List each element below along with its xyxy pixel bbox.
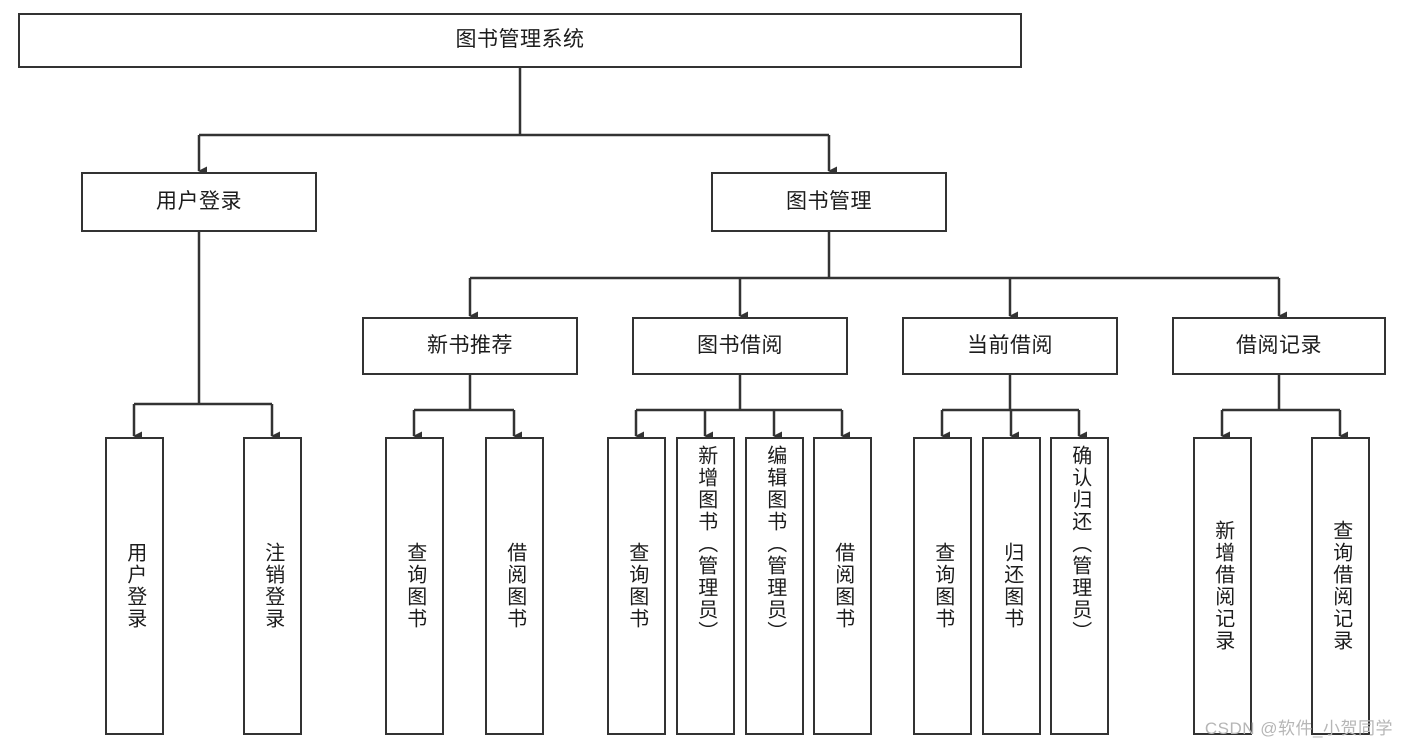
node-leaf-confirm-return-admin[interactable]: 确认归还（管理员） <box>1050 437 1109 735</box>
node-label-borrow-records: 借阅记录 <box>1236 333 1322 357</box>
node-leaf-edit-book-admin[interactable]: 编辑图书（管理员） <box>745 437 804 735</box>
node-current-borrow[interactable]: 当前借阅 <box>902 317 1118 375</box>
node-label-leaf-borrow-book: 借阅图书 <box>831 542 854 630</box>
node-book-management[interactable]: 图书管理 <box>711 172 947 232</box>
node-leaf-borrow-book[interactable]: 借阅图书 <box>813 437 872 735</box>
node-leaf-return-book[interactable]: 归还图书 <box>982 437 1041 735</box>
node-label-current-borrow: 当前借阅 <box>967 333 1053 357</box>
node-user-login[interactable]: 用户登录 <box>81 172 317 232</box>
node-label-leaf-return-book: 归还图书 <box>1000 542 1023 630</box>
node-new-book-recommend[interactable]: 新书推荐 <box>362 317 578 375</box>
watermark-text: CSDN @软件_小贺同学 <box>1204 719 1393 738</box>
node-label-user-login: 用户登录 <box>156 189 242 213</box>
node-label-leaf-logout: 注销登录 <box>261 542 284 630</box>
node-label-book-borrow: 图书借阅 <box>697 333 783 357</box>
node-label-book-management: 图书管理 <box>786 189 872 213</box>
node-label-leaf-query-book-borrow: 查询图书 <box>625 542 648 630</box>
node-leaf-query-borrow-record[interactable]: 查询借阅记录 <box>1311 437 1370 735</box>
node-label-leaf-edit-book-admin: 编辑图书（管理员） <box>763 445 786 643</box>
connector-lines <box>132 68 1348 441</box>
node-label-new-book-recommend: 新书推荐 <box>427 333 513 357</box>
node-label-root: 图书管理系统 <box>455 28 585 52</box>
node-label-leaf-query-book-current: 查询图书 <box>931 542 954 630</box>
node-label-leaf-query-book-recommend: 查询图书 <box>403 542 426 630</box>
node-leaf-add-book-admin[interactable]: 新增图书（管理员） <box>676 437 735 735</box>
node-leaf-query-book-current[interactable]: 查询图书 <box>913 437 972 735</box>
node-label-leaf-borrow-book-recommend: 借阅图书 <box>503 542 526 630</box>
node-label-leaf-query-borrow-record: 查询借阅记录 <box>1329 520 1352 652</box>
node-root[interactable]: 图书管理系统 <box>18 13 1022 68</box>
node-book-borrow[interactable]: 图书借阅 <box>632 317 848 375</box>
node-leaf-add-borrow-record[interactable]: 新增借阅记录 <box>1193 437 1252 735</box>
node-leaf-query-book-borrow[interactable]: 查询图书 <box>607 437 666 735</box>
node-leaf-logout[interactable]: 注销登录 <box>243 437 302 735</box>
node-leaf-borrow-book-recommend[interactable]: 借阅图书 <box>485 437 544 735</box>
node-borrow-records[interactable]: 借阅记录 <box>1172 317 1386 375</box>
node-leaf-user-login[interactable]: 用户登录 <box>105 437 164 735</box>
node-leaf-query-book-recommend[interactable]: 查询图书 <box>385 437 444 735</box>
node-label-leaf-add-book-admin: 新增图书（管理员） <box>694 445 717 643</box>
node-label-leaf-add-borrow-record: 新增借阅记录 <box>1211 520 1234 652</box>
node-label-leaf-confirm-return-admin: 确认归还（管理员） <box>1068 445 1091 643</box>
node-label-leaf-user-login: 用户登录 <box>123 542 146 630</box>
